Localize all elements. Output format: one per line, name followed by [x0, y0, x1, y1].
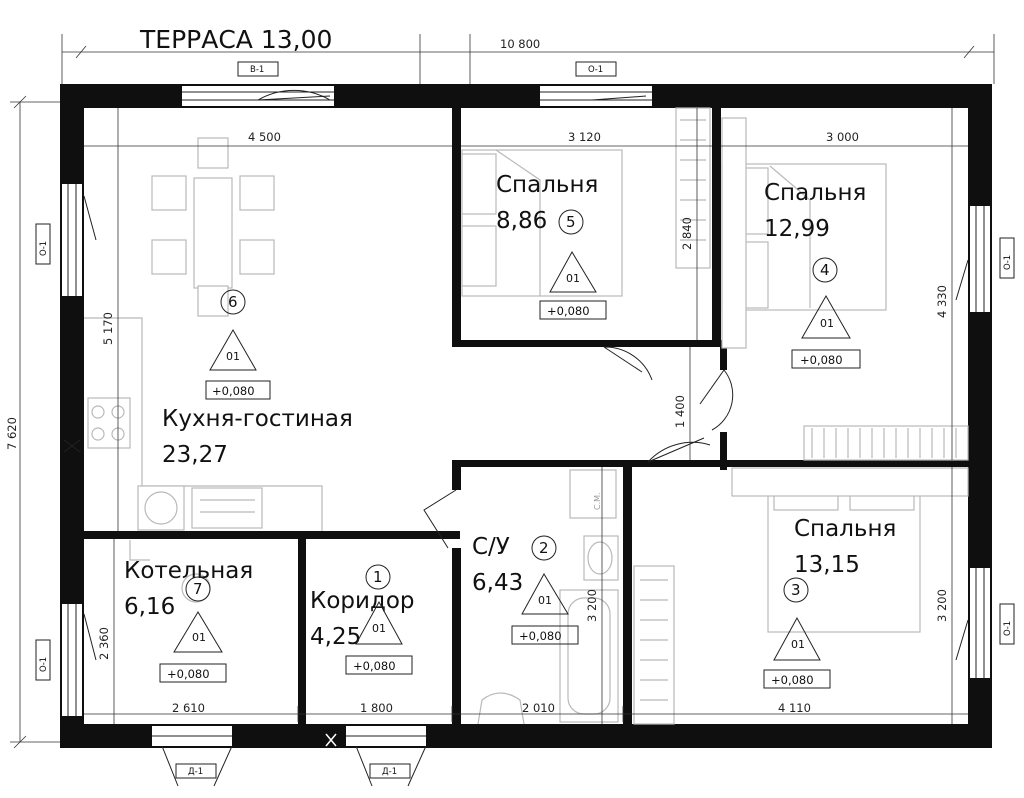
window-tag-o1-left-bottom: О-1	[39, 657, 49, 672]
window-tag-o1-right-top: О-1	[1003, 255, 1013, 270]
door-tag-d1-right: Д-1	[382, 767, 397, 777]
room-area: 4,25	[310, 624, 361, 650]
furniture: С.М.	[84, 107, 969, 725]
room-area: 6,16	[124, 594, 175, 620]
room-name: Спальня	[496, 172, 598, 198]
room-number: 1	[373, 568, 383, 586]
finish-mark: 01	[372, 622, 386, 635]
room-number: 7	[193, 580, 203, 598]
dim-boiler-width: 2 610	[172, 701, 205, 715]
room-name: Кухня-гостиная	[162, 406, 353, 432]
dim-kitchen-height: 5 170	[101, 312, 115, 345]
finish-mark: 01	[192, 631, 206, 644]
dim-kitchen-width: 4 500	[248, 130, 281, 144]
room-bedroom-4: Спальня 12,99 4 01 +0,080	[764, 180, 866, 369]
room-number: 2	[539, 539, 549, 557]
floor-level: +0,080	[800, 353, 843, 367]
dim-bed3-width: 4 110	[778, 701, 811, 715]
laundry-tag: С.М.	[593, 492, 602, 510]
floor-level: +0,080	[547, 304, 590, 318]
room-name: Спальня	[764, 180, 866, 206]
room-area: 8,86	[496, 208, 547, 234]
room-name: Спальня	[794, 516, 896, 542]
room-name: С/У	[472, 534, 510, 560]
dim-bath-width: 2 010	[522, 701, 555, 715]
dim-bed5-height: 2 840	[680, 217, 694, 250]
finish-mark: 01	[566, 272, 580, 285]
room-number: 4	[820, 261, 830, 279]
floor-level: +0,080	[353, 659, 396, 673]
floor-level: +0,080	[771, 673, 814, 687]
interior-walls	[84, 108, 972, 726]
finish-mark: 01	[820, 317, 834, 330]
dim-hall-height: 1 400	[673, 395, 687, 428]
room-area: 6,43	[472, 570, 523, 596]
room-name: Котельная	[124, 558, 253, 584]
dim-bed5-width: 3 120	[568, 130, 601, 144]
opening-tags: В-1 О-1 О-1 О-1 О-1 О-1 Д-1 Д-1	[35, 61, 1015, 779]
finish-mark: 01	[226, 350, 240, 363]
dim-bed4-width: 3 000	[826, 130, 859, 144]
window-tag-v1: В-1	[250, 65, 264, 75]
room-number: 5	[566, 213, 576, 231]
floor-level: +0,080	[212, 384, 255, 398]
room-area: 12,99	[764, 216, 830, 242]
dim-bath-height: 3 200	[585, 589, 599, 622]
room-boiler: Котельная 6,16 7 01 +0,080	[124, 558, 253, 683]
floor-level: +0,080	[519, 629, 562, 643]
room-area: 13,15	[794, 552, 860, 578]
finish-mark: 01	[538, 594, 552, 607]
window-tag-o1-top: О-1	[588, 65, 603, 75]
finish-mark: 01	[791, 638, 805, 651]
window-tag-o1-right-bottom: О-1	[1003, 621, 1013, 636]
room-name: Коридор	[310, 588, 415, 614]
room-kitchen-living: Кухня-гостиная 23,27 6 01 +0,080	[162, 289, 353, 468]
dim-overall-width: 10 800	[500, 37, 540, 51]
dim-corridor-width: 1 800	[360, 701, 393, 715]
terrace-label: ТЕРРАСА 13,00	[139, 25, 332, 54]
openings	[62, 86, 990, 787]
dimensions: 10 800 7 620 4 500 5 170 3 120 2 840 3 0…	[5, 34, 995, 749]
dim-overall-height: 7 620	[5, 417, 19, 450]
floor-level: +0,080	[167, 667, 210, 681]
door-tag-d1-left: Д-1	[188, 767, 203, 777]
room-corridor: Коридор 4,25 1 01 +0,080	[310, 564, 415, 675]
dim-boiler-height: 2 360	[97, 627, 111, 660]
room-bedroom-3: Спальня 13,15 3 01 +0,080	[763, 516, 896, 689]
room-number: 3	[791, 581, 801, 599]
room-bathroom: С/У 6,43 2 01 +0,080	[472, 534, 579, 645]
interior-doors	[423, 346, 734, 549]
dim-bed3-height: 3 200	[935, 589, 949, 622]
room-number: 6	[228, 293, 238, 311]
room-bedroom-5: Спальня 8,86 5 01 +0,080	[496, 172, 607, 320]
room-area: 23,27	[162, 442, 228, 468]
dim-bed4-height: 4 330	[935, 285, 949, 318]
window-tag-o1-left-top: О-1	[39, 241, 49, 256]
